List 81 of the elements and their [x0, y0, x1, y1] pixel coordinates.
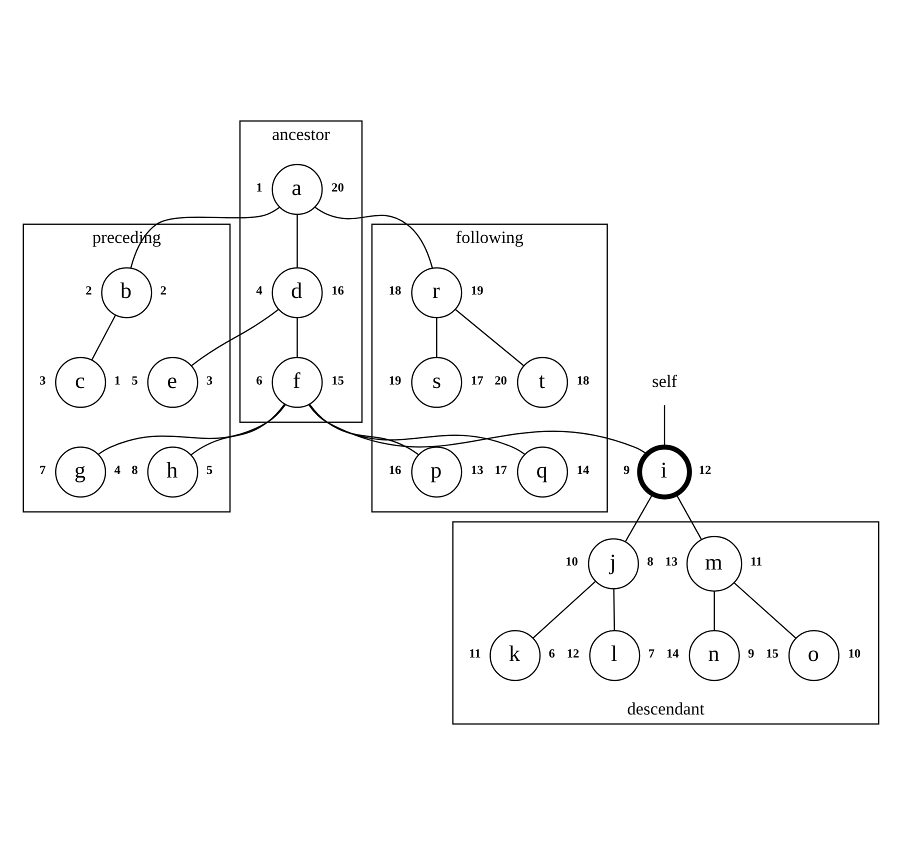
node-circle: q [516, 446, 568, 498]
node-label: 17 [470, 373, 484, 388]
node-label: 4 [256, 284, 262, 298]
node-label: 14 [666, 646, 679, 660]
node-label: 15 [331, 373, 344, 388]
node-label: 12 [566, 646, 580, 660]
connector [714, 590, 715, 630]
node-label: 2 [86, 284, 92, 298]
connector [130, 206, 280, 268]
node-circle: n [688, 630, 740, 682]
connector [91, 314, 116, 360]
node-circle: a [272, 164, 323, 215]
node-label: 4 [114, 462, 120, 477]
node-label: 11 [469, 646, 481, 660]
connector [532, 580, 596, 639]
connector [455, 309, 524, 366]
node-circle: e [147, 356, 198, 408]
node-label: 13 [665, 554, 678, 569]
connector [613, 588, 616, 630]
node-label: 20 [331, 180, 344, 194]
connector [190, 404, 285, 456]
connector [296, 318, 298, 358]
node-circle: g [55, 446, 106, 498]
connector [314, 206, 434, 268]
node-circle: t [516, 356, 568, 408]
node-label: 10 [566, 554, 578, 569]
node-label: 14 [576, 462, 590, 477]
connector [98, 404, 286, 455]
node-label: 1 [114, 373, 120, 388]
node-circle: f [272, 356, 323, 408]
node-label: 1 [256, 180, 262, 194]
node-circle: o [788, 630, 840, 682]
node-circle: r [411, 267, 462, 318]
node-label: 6 [256, 373, 262, 388]
node-label: 7 [40, 462, 46, 477]
node-label: 10 [848, 646, 861, 660]
node-circle: d [272, 267, 323, 318]
node-label: 13 [470, 462, 484, 477]
connector [625, 494, 654, 542]
node-label: 16 [388, 462, 402, 477]
node-label: 7 [648, 646, 655, 660]
node-label: 19 [470, 284, 484, 298]
node-label: 12 [698, 462, 712, 477]
node-label: 8 [132, 462, 138, 477]
node-circle: h [147, 446, 198, 498]
node-label: 16 [331, 284, 344, 298]
node-circle: k [490, 630, 541, 682]
node-label: 17 [494, 462, 508, 477]
node-circle: b [101, 267, 152, 318]
node-label: 5 [132, 373, 138, 388]
node-label: 3 [206, 373, 213, 388]
node-label: 20 [494, 373, 508, 388]
node-label: 6 [548, 646, 555, 660]
connector [308, 404, 648, 455]
node-label: 18 [388, 284, 402, 298]
connector [309, 404, 419, 456]
node-label: 19 [388, 373, 402, 388]
node-label: 11 [750, 554, 762, 569]
connector [436, 318, 438, 358]
node-label: 9 [748, 646, 754, 660]
node-circle: i [637, 444, 692, 500]
node-circle: m [686, 536, 742, 592]
connector [676, 494, 702, 540]
node-circle: s [411, 356, 462, 408]
connector [734, 582, 796, 639]
connector [308, 404, 526, 455]
node-circle: c [55, 356, 106, 408]
node-circle: j [588, 538, 639, 590]
node-label: 3 [40, 373, 46, 388]
node-label: 15 [766, 646, 778, 660]
node-label: 5 [206, 462, 213, 477]
connector [296, 214, 298, 268]
node-circle: p [411, 446, 462, 498]
node-label: 2 [160, 284, 166, 298]
connector [191, 308, 279, 366]
node-circle: l [589, 630, 640, 682]
node-label: 9 [623, 462, 630, 477]
node-label: 8 [647, 554, 654, 569]
node-label: 18 [576, 373, 590, 388]
connector [664, 405, 666, 448]
node-text: self [652, 371, 678, 392]
